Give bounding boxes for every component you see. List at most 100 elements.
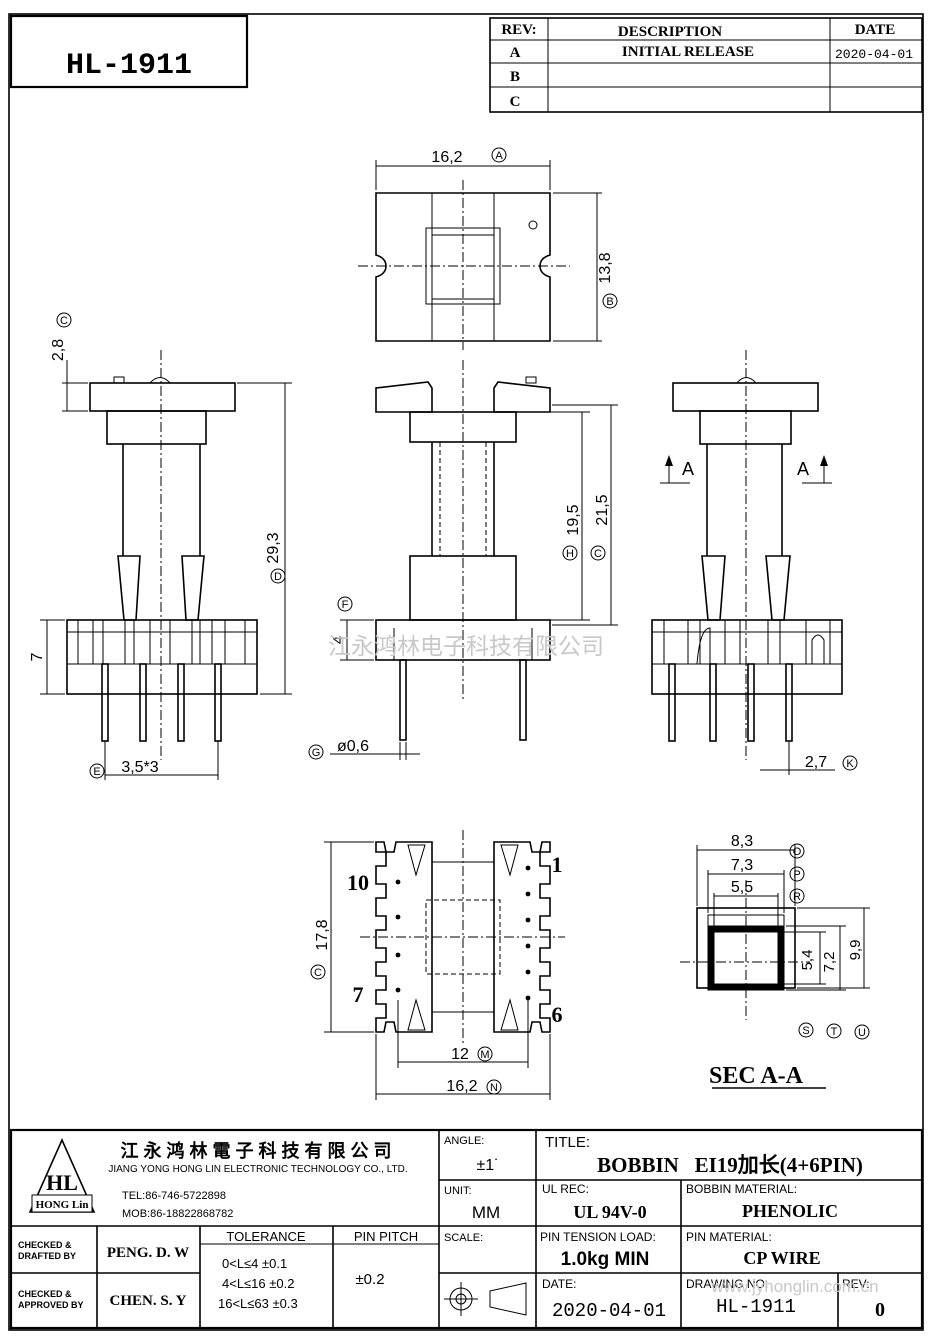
scale-label: SCALE:: [444, 1232, 483, 1244]
marker-a: A: [491, 147, 507, 163]
marker-c-left: C: [56, 312, 72, 328]
marker-u: U: [854, 1024, 870, 1040]
svg-text:T: T: [831, 1026, 838, 1038]
marker-k: K: [842, 755, 858, 771]
logo-letters: HL: [46, 1170, 78, 1195]
pin-tension-value: 1.0kg MIN: [561, 1249, 650, 1270]
pin-material-label: PIN MATERIAL:: [686, 1230, 772, 1244]
marker-s: S: [798, 1022, 814, 1038]
svg-text:S: S: [802, 1025, 809, 1037]
dim-bottom-inner-width: 12: [451, 1046, 469, 1063]
tolerance-row-3: 16<L≤63 ±0.3: [218, 1296, 298, 1311]
marker-r: R: [789, 888, 805, 904]
title-value: BOBBIN EI19加长(4+6PIN): [597, 1153, 863, 1177]
svg-text:C: C: [60, 315, 68, 327]
description-header: DESCRIPTION: [618, 24, 722, 40]
dim-left-total-height: 29,3: [265, 532, 282, 563]
rev-value: 0: [875, 1299, 885, 1321]
rev-label: REV:: [842, 1277, 870, 1291]
drafted-by-value: PENG. D. W: [107, 1245, 189, 1261]
svg-text:H: H: [566, 548, 574, 560]
left-view: 2,8 29,3 7 3,5*3: [29, 339, 292, 780]
front-view: 19,5 21,5 4 ø0,6: [330, 360, 618, 760]
marker-c-front: C: [590, 545, 606, 561]
dim-sec-h-outer: 9,9: [847, 940, 864, 961]
pin-label-6: 6: [552, 1002, 563, 1027]
rev-a-description: INITIAL RELEASE: [622, 44, 754, 60]
company-mob: MOB:86-18822868782: [122, 1208, 233, 1220]
dim-top-width: 16,2: [431, 149, 462, 166]
marker-f: F: [337, 596, 353, 612]
svg-text:D: D: [274, 571, 282, 583]
sheet-border: [8, 13, 924, 1331]
pin-label-1: 1: [552, 852, 563, 877]
svg-text:P: P: [793, 869, 800, 881]
svg-text:M: M: [480, 1049, 489, 1061]
svg-text:K: K: [846, 758, 854, 770]
marker-t: T: [826, 1023, 842, 1039]
dim-left-top-flange: 2,8: [50, 339, 67, 361]
watermark: 江永鸿林电子科技有限公司: [328, 633, 604, 659]
dim-sec-h-mid: 7,2: [821, 952, 838, 973]
dim-sec-mid: 7,3: [731, 857, 753, 874]
rev-header: REV:: [501, 22, 536, 38]
drawing-no-label: DRAWING NO:: [686, 1277, 768, 1291]
svg-text:F: F: [342, 599, 349, 611]
marker-n: N: [486, 1079, 502, 1095]
tolerance-row-1: 0<L≤4 ±0.1: [222, 1256, 287, 1271]
unit-label: UNIT:: [444, 1185, 472, 1197]
section-arrow-left: A: [682, 459, 694, 479]
dim-front-height-c: 21,5: [594, 494, 611, 525]
tolerance-row-2: 4<L≤16 ±0.2: [222, 1276, 294, 1291]
pin-label-10: 10: [347, 870, 369, 895]
dim-sec-inner: 5,5: [731, 879, 753, 896]
drafted-by-label-2: DRAFTED BY: [18, 1251, 76, 1261]
pin-pitch-label: PIN PITCH: [354, 1229, 418, 1244]
ul-value: UL 94V-0: [573, 1202, 646, 1222]
marker-c-bottom: C: [310, 964, 326, 980]
approved-by-label-1: CHECKED &: [18, 1289, 72, 1299]
pin-pitch-value: ±0.2: [355, 1271, 384, 1288]
angle-value: ±1˙: [476, 1157, 499, 1174]
drawing-no-value: HL-1911: [716, 1296, 796, 1318]
svg-text:R: R: [793, 891, 801, 903]
rev-c: C: [510, 94, 521, 110]
part-number-box: HL-1911: [9, 14, 249, 89]
svg-text:C: C: [594, 548, 602, 560]
part-number: HL-1911: [66, 49, 192, 83]
dim-bottom-outer-width: 16,2: [446, 1078, 477, 1095]
section-arrow-right: A: [797, 459, 809, 479]
rev-b: B: [510, 69, 520, 85]
marker-m: M: [477, 1046, 493, 1062]
website-watermark: www.jyhonglin.com.cn: [710, 1277, 878, 1296]
drafted-by-label-1: CHECKED &: [18, 1240, 72, 1250]
section-a-a: 8,3 7,3 5,5 5,4 7,2 9,9 SEC A-A: [680, 833, 870, 1089]
marker-o: O: [789, 843, 805, 859]
bobbin-material-value: PHENOLIC: [742, 1201, 838, 1221]
dim-bottom-height: 17,8: [314, 919, 331, 950]
marker-p: P: [789, 866, 805, 882]
marker-e: E: [89, 763, 105, 779]
rev-a-date: 2020-04-01: [835, 47, 913, 62]
company-tel: TEL:86-746-5722898: [122, 1190, 226, 1202]
bottom-view: 1 10 7 6 17,8 12 16,2: [314, 830, 565, 1100]
dim-front-height-h: 19,5: [565, 504, 582, 535]
date-value: 2020-04-01: [552, 1300, 666, 1322]
dim-right-pin-offset: 2,7: [805, 754, 827, 771]
title-block: HL HONG Lin 江 永 鸿 林 電 子 科 技 有 限 公 司 JIAN…: [9, 1128, 924, 1330]
marker-d: D: [270, 568, 286, 584]
date-label: DATE:: [542, 1277, 576, 1291]
dim-sec-h-inner: 5,4: [799, 950, 816, 971]
svg-text:E: E: [93, 766, 100, 778]
company-logo: HL HONG Lin: [28, 1138, 96, 1213]
svg-text:C: C: [314, 967, 322, 979]
approved-by-label-2: APPROVED BY: [18, 1300, 84, 1310]
marker-h: H: [562, 545, 578, 561]
section-title: SEC A-A: [709, 1063, 804, 1089]
dim-front-pin-len: 4: [330, 636, 347, 644]
svg-text:B: B: [606, 296, 613, 308]
company-name-en: JIANG YONG HONG LIN ELECTRONIC TECHNOLOG…: [108, 1164, 407, 1175]
svg-text:N: N: [490, 1082, 498, 1094]
top-view: 16,2 13,8: [358, 149, 614, 350]
